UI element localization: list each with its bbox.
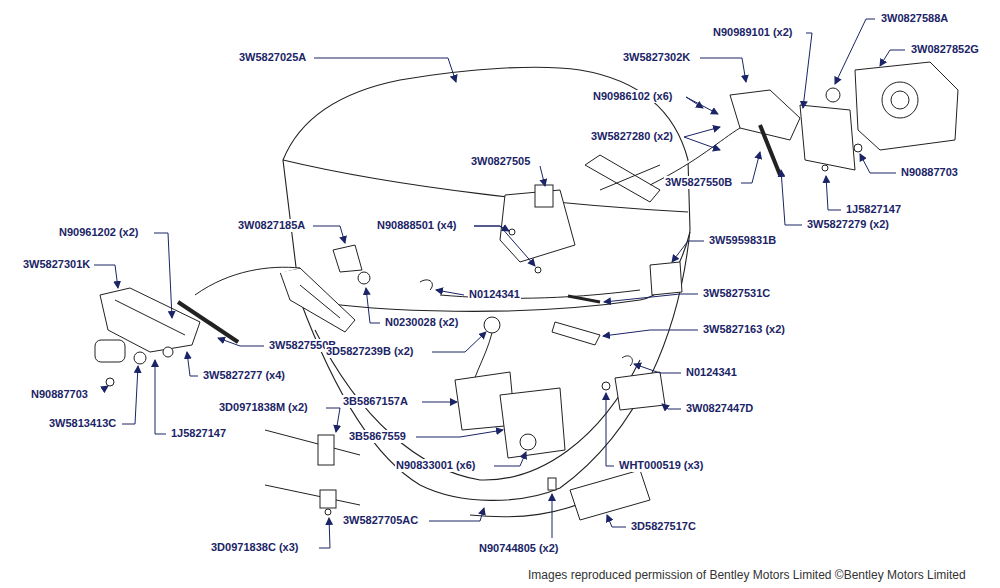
part-number: 3B5867157A bbox=[342, 395, 409, 408]
part-number: 3W5827277 (x4) bbox=[202, 369, 286, 382]
part-number: 3W5827550B bbox=[664, 176, 733, 189]
part-number: 3W5827025A bbox=[238, 51, 307, 64]
copyright-caption: Images reproduced permission of Bentley … bbox=[528, 568, 966, 582]
part-number: 3D0971838C (x3) bbox=[210, 541, 299, 554]
part-number: 3W5827705AC bbox=[342, 514, 419, 527]
part-number: 3W5813413C bbox=[48, 417, 117, 430]
part-number: N90833001 (x6) bbox=[395, 459, 477, 472]
part-number: N0124341 bbox=[468, 288, 521, 301]
part-number: 3B5867559 bbox=[348, 430, 407, 443]
part-number: 3W0827447D bbox=[685, 402, 754, 415]
boot-lid bbox=[283, 67, 690, 517]
part-number: N90986102 (x6) bbox=[592, 90, 674, 103]
leader-lines bbox=[94, 19, 905, 548]
part-number: 3W5827531C bbox=[702, 287, 771, 300]
part-number: N90887703 bbox=[900, 166, 959, 179]
part-number: 3W0827588A bbox=[880, 12, 949, 25]
part-number: N0230028 (x2) bbox=[384, 316, 459, 329]
part-number: 3W5827280 (x2) bbox=[590, 130, 674, 143]
part-number: 3W5827302K bbox=[622, 51, 691, 64]
part-number: 3W5959831B bbox=[708, 234, 777, 247]
part-number: 3W5827279 (x2) bbox=[806, 218, 890, 231]
part-number: 3D5827239B (x2) bbox=[325, 345, 414, 358]
part-number: 3D0971838M (x2) bbox=[218, 401, 309, 414]
part-number: 3W0827505 bbox=[470, 155, 531, 168]
part-number: N90744805 (x2) bbox=[478, 542, 560, 555]
part-number: N90961202 (x2) bbox=[58, 226, 140, 239]
part-number: 3W5827301K bbox=[22, 258, 91, 271]
right-hinge bbox=[585, 62, 958, 202]
part-number: N0124341 bbox=[685, 366, 738, 379]
part-number: WHT000519 (x3) bbox=[618, 459, 704, 472]
part-number: N90887703 bbox=[30, 388, 89, 401]
part-number: 3W5827163 (x2) bbox=[702, 323, 786, 336]
cable-ties bbox=[265, 430, 360, 515]
part-number: 1J5827147 bbox=[170, 427, 227, 440]
left-hinge bbox=[95, 245, 370, 386]
part-number: N90888501 (x4) bbox=[376, 219, 458, 232]
part-number: 3W0827185A bbox=[237, 219, 306, 232]
part-number: N90989101 (x2) bbox=[712, 26, 794, 39]
part-number: 3D5827517C bbox=[630, 520, 697, 533]
part-number: 3W0827852G bbox=[910, 43, 980, 56]
part-number: 1J5827147 bbox=[845, 203, 902, 216]
